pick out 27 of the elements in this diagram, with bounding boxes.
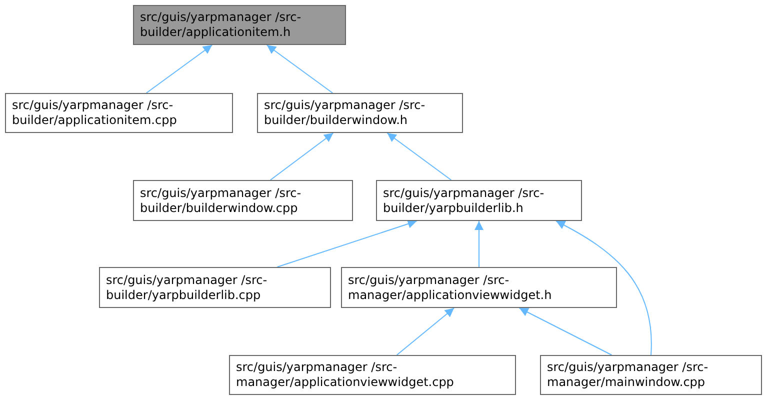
arrow <box>518 308 612 356</box>
arrow <box>386 132 452 180</box>
file-path: src/guis/yarpmanager /src-builder/builderwindow.cpp <box>140 186 302 216</box>
file-box <box>341 267 617 308</box>
file-path: src/guis/yarpmanager /src-builder/applicationitem.h <box>140 10 302 40</box>
arrow <box>396 308 455 356</box>
arrow <box>556 220 652 356</box>
file-box <box>376 180 582 221</box>
arrow <box>270 132 334 180</box>
arrow <box>146 44 213 94</box>
file-box <box>99 267 331 308</box>
file-box <box>5 93 233 133</box>
arrow <box>474 220 484 268</box>
file-path: src/guis/yarpmanager /src-manager/applicationviewwidget.h <box>348 272 553 302</box>
file-box <box>133 180 353 221</box>
file-path: src/guis/yarpmanager /src-builder/applicationitem.cpp <box>12 98 178 128</box>
arrow <box>276 220 418 268</box>
file-box <box>257 93 463 133</box>
file-path: src/guis/yarpmanager /src-builder/yarpbuilderlib.h <box>383 186 546 216</box>
file-path: src/guis/yarpmanager /src-manager/mainwindow.cpp <box>547 360 710 390</box>
file-box <box>229 355 516 395</box>
file-box <box>540 355 762 395</box>
file-path: src/guis/yarpmanager /src-builder/yarpbuilderlib.cpp <box>106 272 268 302</box>
arrow <box>266 44 334 94</box>
file-path: src/guis/yarpmanager /src-manager/applicationviewwidget.cpp <box>236 360 455 390</box>
file-path: src/guis/yarpmanager /src-builder/builderwindow.h <box>264 98 426 128</box>
file-box <box>133 5 346 45</box>
